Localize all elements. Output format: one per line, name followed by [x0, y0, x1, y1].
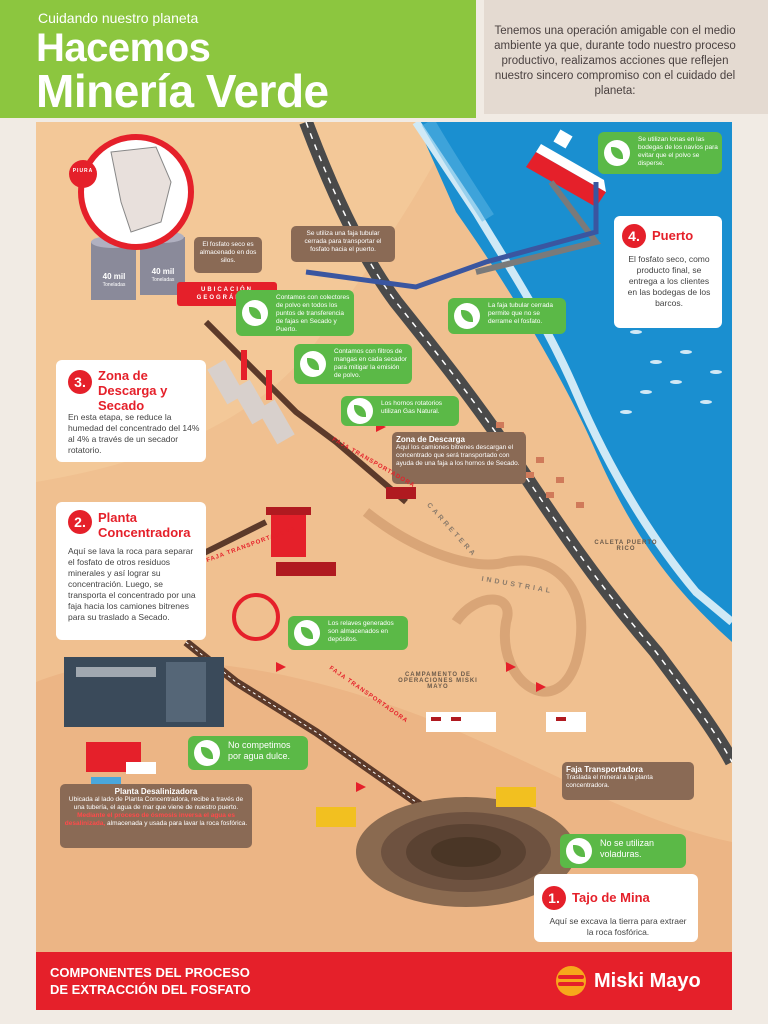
step-4-title: Puerto	[652, 228, 694, 243]
green-note-colectores: Contamos con colectores de polvo en todo…	[236, 290, 354, 336]
location-map	[69, 134, 194, 250]
leaf-icon	[300, 351, 326, 377]
header-pretitle: Cuidando nuestro planeta	[38, 10, 199, 26]
dump-truck	[496, 787, 536, 807]
location-pin-label: PIURA	[72, 168, 94, 174]
step-2-title: Planta Concentradora	[98, 510, 191, 540]
header-banner	[0, 0, 476, 118]
green-note-relaves: Los relaves generados son almacenados en…	[288, 616, 408, 650]
brand-logo-icon	[556, 966, 586, 996]
step-1-card: 1. Tajo de Mina Aquí se excava la tierra…	[534, 874, 698, 942]
green-note-gas: Los hornos rotatorios utilizan Gas Natur…	[341, 396, 459, 426]
green-note-voladuras: No se utilizan voladuras.	[560, 834, 686, 868]
intro-box: Tenemos una operación amigable con el me…	[484, 0, 768, 114]
step-4-text: El fosfato seco, como producto final, se…	[627, 254, 711, 308]
concentrator-plant	[64, 657, 224, 727]
leaf-icon	[454, 303, 480, 329]
step-1-text: Aquí se excava la tierra para extraer la…	[549, 916, 687, 937]
campamento-label: CAMPAMENTO DE OPERACIONES MISKI MAYO	[398, 672, 478, 690]
step-3-title: Zona de Descarga y Secado	[98, 368, 168, 413]
leaf-icon	[347, 398, 373, 424]
truck	[276, 562, 336, 576]
silos-note: El fosfato seco es almacenado en dos sil…	[194, 237, 262, 273]
green-note-agua: No competimos por agua dulce.	[188, 736, 308, 770]
brand-name: Miski Mayo	[594, 970, 701, 992]
boats	[620, 330, 722, 414]
mine-pit	[356, 797, 576, 907]
loading-tower	[271, 512, 306, 557]
intro-text: Tenemos una operación amigable con el me…	[494, 25, 736, 97]
tailings-circle	[232, 593, 280, 641]
step-2-number: 2.	[68, 510, 92, 534]
leaf-icon	[294, 620, 320, 646]
tubular-note: Se utiliza una faja tubular cerrada para…	[291, 226, 395, 262]
footer-title: COMPONENTES DEL PROCESO DE EXTRACCIÓN DE…	[50, 965, 251, 997]
leaf-icon	[194, 740, 220, 766]
step-2-card: 2. Planta Concentradora Aquí se lava la …	[56, 502, 206, 640]
leaf-icon	[566, 838, 592, 864]
green-note-faja-tubular: La faja tubular cerrada permite que no s…	[448, 298, 566, 334]
step-3-text: En esta etapa, se reduce la humedad del …	[68, 412, 200, 455]
footer-banner: COMPONENTES DEL PROCESO DE EXTRACCIÓN DE…	[36, 952, 732, 1010]
step-4-number: 4.	[622, 224, 646, 248]
drying-ovens	[207, 350, 295, 445]
step-1-title: Tajo de Mina	[572, 890, 650, 905]
green-note-lonas: Se utilizan lonas en las bodegas de los …	[598, 132, 722, 174]
green-note-filtros: Contamos con filtros de mangas en cada s…	[294, 344, 412, 384]
camp	[426, 712, 586, 732]
header-title-line2: Minería Verde	[36, 65, 329, 117]
leaf-icon	[242, 300, 268, 326]
leaf-icon	[604, 140, 630, 166]
step-3-number: 3.	[68, 370, 92, 394]
step-1-number: 1.	[542, 886, 566, 910]
step-2-text: Aquí se lava la roca para separar el fos…	[68, 546, 196, 622]
excavator	[316, 807, 356, 827]
step-4-card: 4. Puerto El fosfato seco, como producto…	[614, 216, 722, 328]
desalination-plant	[86, 742, 156, 787]
header-title-line1: Hacemos	[36, 26, 211, 70]
caleta-label: CALETA PUERTO RICO	[594, 540, 658, 552]
ship	[526, 129, 606, 207]
step-3-card: 3. Zona de Descarga y Secado En esta eta…	[56, 360, 206, 462]
